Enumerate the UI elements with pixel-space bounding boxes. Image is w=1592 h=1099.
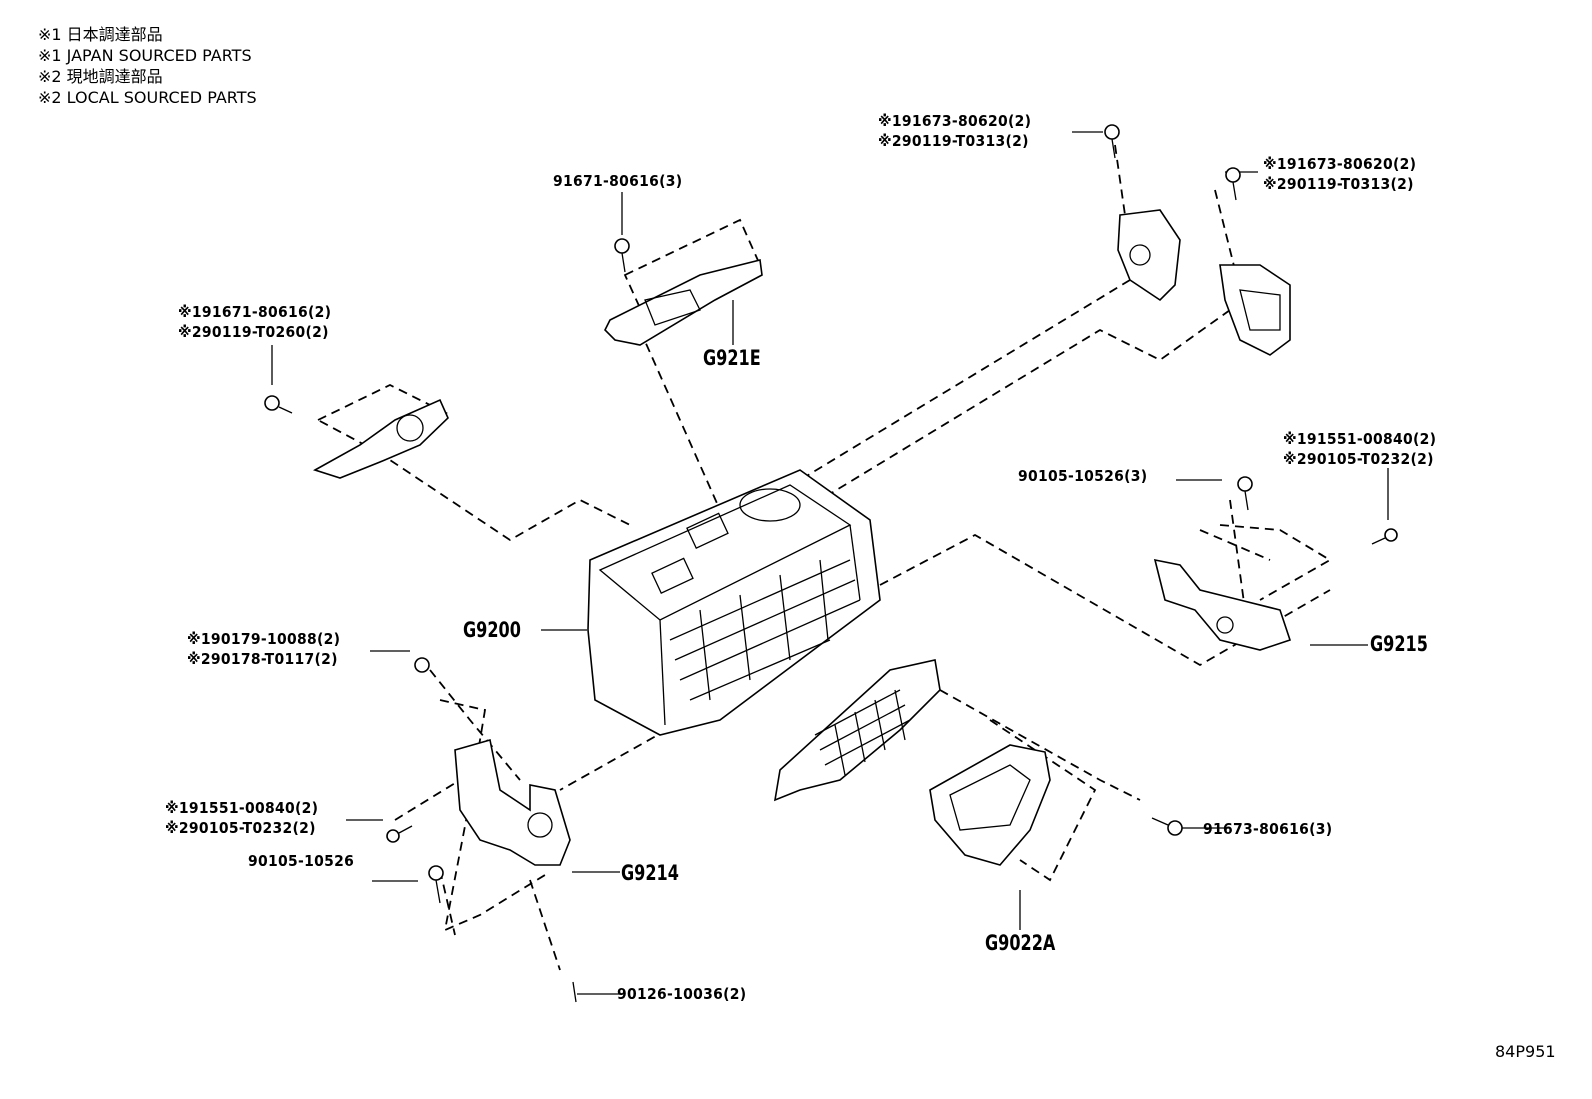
label-bolt-top-right-a-1: ※191673-80620(2) (878, 112, 1032, 130)
bolt-right-9010-drawing (1237, 476, 1253, 511)
label-bolt-left-lower-2: ※290105-T0232(2) (165, 819, 316, 837)
bolt-top-right-b-drawing (1225, 167, 1241, 201)
label-bolt-right-mid-2: ※290105-T0232(2) (1283, 450, 1434, 468)
duct-drawing (773, 659, 941, 802)
bracket-left-drawing (312, 398, 449, 479)
label-group-g9214: G9214 (621, 861, 679, 885)
nut-left-lower-drawing (414, 657, 430, 673)
bolt-left-drawing (264, 395, 293, 414)
legend: ※1 日本調達部品 ※1 JAPAN SOURCED PARTS ※2 現地調達… (38, 24, 257, 108)
label-bolt-top-center: 91671-80616(3) (553, 172, 683, 190)
bolt-left-lower-drawing (386, 825, 413, 843)
bracket-g9215-drawing (1153, 558, 1292, 651)
bolt-top-center-drawing (614, 238, 630, 273)
label-bolt-top-right-b-1: ※191673-80620(2) (1263, 155, 1417, 173)
label-bolt-9167: 91673-80616(3) (1203, 820, 1333, 838)
leader-lines (271, 131, 1389, 995)
label-bolt-top-right-b-2: ※290119-T0313(2) (1263, 175, 1414, 193)
bolt-top-right-a-drawing (1104, 124, 1120, 159)
label-group-g9200: G9200 (463, 618, 521, 642)
label-stud-bottom: 90126-10036(2) (617, 985, 747, 1003)
label-bolt-left-1: ※191671-80616(2) (178, 303, 332, 321)
label-bolt-left-lower-1: ※191551-00840(2) (165, 799, 319, 817)
label-group-g9215: G9215 (1370, 632, 1428, 656)
label-nut-left-lower-2: ※290178-T0117(2) (187, 650, 338, 668)
legend-line-4: ※2 LOCAL SOURCED PARTS (38, 88, 257, 107)
label-bolt-right-9010: 90105-10526(3) (1018, 467, 1148, 485)
assembly-dashed-lines (316, 144, 1332, 971)
label-nut-left-lower-1: ※190179-10088(2) (187, 630, 341, 648)
label-group-g9022a: G9022A (985, 931, 1056, 955)
bolt-9010-lower-drawing (428, 865, 444, 904)
label-bolt-9010-lower: 90105-10526 (248, 852, 355, 870)
label-bolt-top-right-a-2: ※290119-T0313(2) (878, 132, 1029, 150)
label-bolt-left-2: ※290119-T0260(2) (178, 323, 329, 341)
legend-line-3: ※2 現地調達部品 (38, 67, 163, 86)
label-group-g921e: G921E (703, 346, 761, 370)
bracket-g9214-drawing (454, 738, 571, 866)
inverter-assembly-drawing (587, 469, 881, 736)
legend-line-1: ※1 日本調達部品 (38, 25, 163, 44)
stud-bottom-drawing (572, 981, 577, 1003)
bracket-top-right-a-drawing (1117, 209, 1181, 302)
legend-line-2: ※1 JAPAN SOURCED PARTS (38, 46, 252, 65)
bracket-g921e-drawing (604, 259, 763, 346)
fasteners (264, 124, 1398, 1003)
cover-g9022a-drawing (929, 744, 1051, 866)
label-bolt-right-mid-1: ※191551-00840(2) (1283, 430, 1437, 448)
illustration-code: 84P951 (1495, 1042, 1556, 1061)
bracket-top-right-b-drawing (1219, 264, 1291, 356)
bolt-right-mid-drawing (1371, 528, 1398, 545)
bolt-9167-drawing (1151, 817, 1183, 836)
